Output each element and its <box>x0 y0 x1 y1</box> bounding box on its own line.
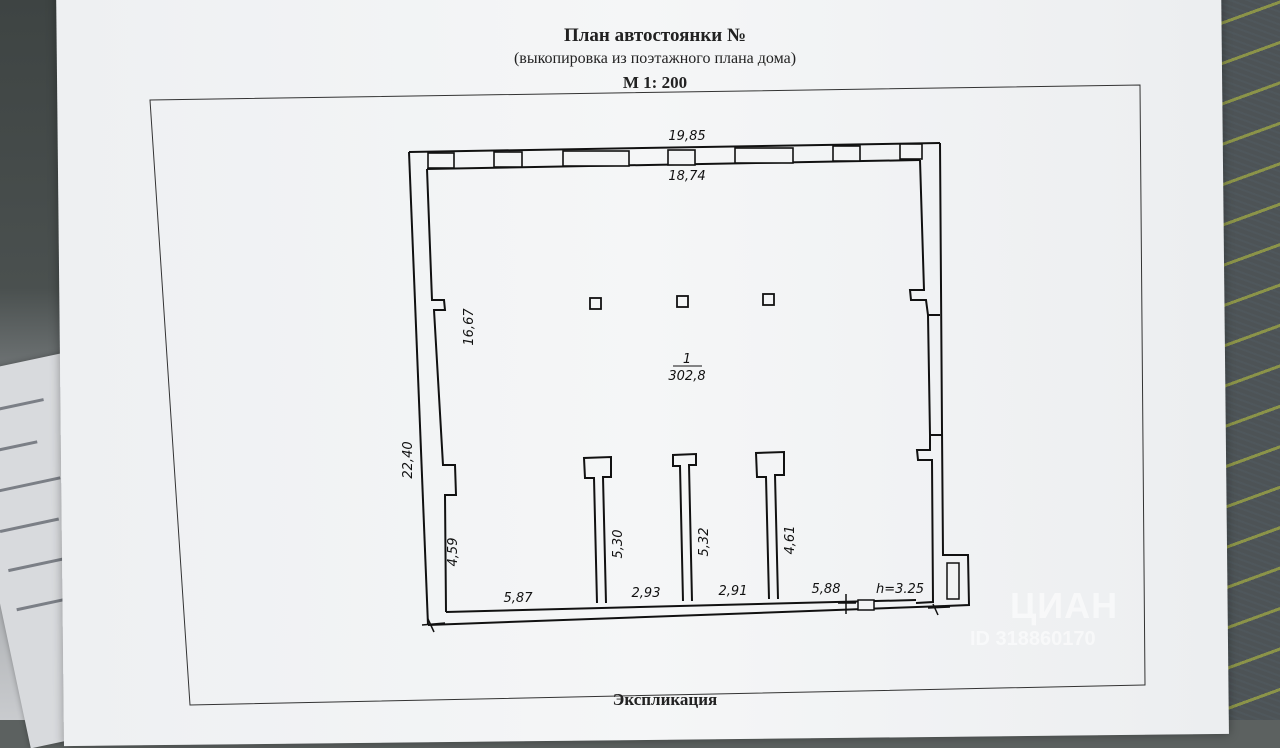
explication-heading: Экспликация <box>612 690 718 709</box>
partition-3 <box>754 450 785 600</box>
watermark-brand: ЦИАН <box>1010 585 1119 626</box>
floor-plan: 19,85 18,74 22,40 16,67 4,59 5,30 5,32 4… <box>149 84 1146 706</box>
bottom-opening <box>838 594 875 614</box>
drawing-frame <box>149 84 1146 706</box>
watermark-id: ID 318860170 <box>970 628 1096 650</box>
partitions <box>582 450 785 604</box>
column <box>762 293 775 306</box>
columns <box>589 293 775 310</box>
partition-2 <box>672 452 697 602</box>
dim-wall-3: 4,61 <box>783 526 798 555</box>
corner-ticks <box>421 603 951 633</box>
partition-1 <box>582 455 612 604</box>
dim-bottom-3: 2,91 <box>719 584 748 599</box>
niche-right <box>946 562 960 600</box>
dim-height: h=3.25 <box>876 582 924 597</box>
dim-wall-2: 5,32 <box>697 528 712 557</box>
document-subtitle: (выкопировка из поэтажного плана дома) <box>513 50 797 67</box>
dim-bottom-4: 5,88 <box>812 582 841 597</box>
dim-wall-1: 5,30 <box>611 530 626 559</box>
dim-outer-left: 22,40 <box>401 441 416 478</box>
column <box>676 295 689 308</box>
dim-bottom-2: 2,93 <box>632 586 661 601</box>
dim-inner-left-lower: 4,59 <box>446 538 461 567</box>
top-windows <box>427 143 923 169</box>
dim-inner-top: 18,74 <box>668 169 705 184</box>
room-area: 302,8 <box>668 369 705 384</box>
room-number: 1 <box>683 352 691 367</box>
document-title: План автостоянки № <box>563 25 747 46</box>
dim-bottom-1: 5,87 <box>504 591 534 606</box>
dim-inner-left-upper: 16,67 <box>462 308 477 346</box>
column <box>589 297 602 310</box>
outer-walls <box>408 142 971 626</box>
dim-outer-top: 19,85 <box>668 129 705 144</box>
document-scale: М 1: 200 <box>622 73 688 92</box>
